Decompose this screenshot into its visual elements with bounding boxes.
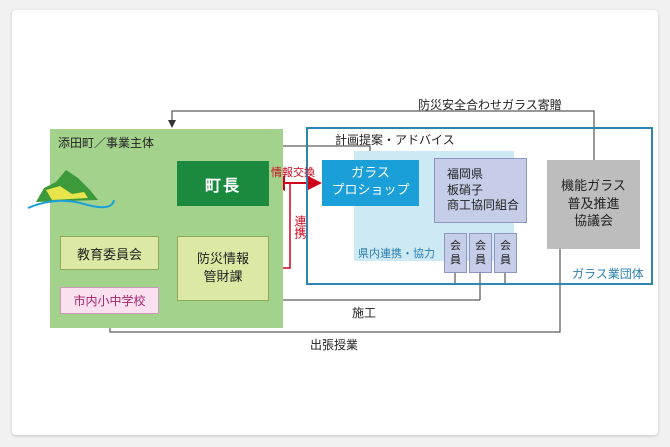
- disaster-line1: 防災情報: [196, 251, 249, 267]
- fukuoka-line2: 板硝子: [447, 182, 484, 197]
- disaster-info-section-box: 防災情報 管財課: [177, 236, 269, 301]
- prefecture-cooperation-label: 県内連携・協力: [358, 247, 435, 260]
- proposal-label: 計画提案・アドバイス: [335, 133, 455, 147]
- donation-label: 防災安全合わせガラス寄贈: [418, 98, 562, 112]
- member-label: 会員: [500, 238, 511, 266]
- fukuoka-line1: 福岡県: [447, 167, 484, 182]
- construction-label: 施工: [352, 306, 377, 320]
- functional-glass-council-box: 機能ガラス 普及推進 協議会: [547, 160, 640, 249]
- glass-industry-region: [306, 127, 653, 285]
- town-region-label: 添田町／事業主体: [58, 136, 155, 150]
- kino-line3: 協議会: [573, 214, 613, 230]
- education-board-box: 教育委員会: [60, 236, 159, 270]
- kino-line2: 普及推進: [567, 196, 620, 212]
- member-label: 会員: [450, 238, 461, 266]
- member-box: 会員: [444, 233, 467, 273]
- lecture-label: 出張授業: [310, 338, 359, 352]
- disaster-line2: 管財課: [203, 269, 243, 285]
- schools-box: 市内小中学校: [60, 287, 159, 314]
- exchange-label: 情報交換: [271, 166, 315, 179]
- fukuoka-glass-cooperative-box: 福岡県 板硝子 商工協同組合: [434, 158, 527, 223]
- cooperation-label: 連携: [293, 215, 307, 239]
- fukuoka-line3: 商工協同組合: [447, 198, 520, 213]
- donation-arrow: [168, 110, 595, 160]
- mayor-box: 町長: [177, 161, 269, 206]
- glass-proshop-box: ガラス プロショップ: [322, 160, 419, 206]
- member-box: 会員: [494, 233, 517, 273]
- glass-line2: プロショップ: [331, 183, 410, 198]
- glass-line1: ガラス: [351, 166, 390, 182]
- industry-region-label: ガラス業団体: [572, 267, 644, 281]
- member-box: 会員: [469, 233, 492, 273]
- town-hills-logo: [27, 170, 115, 209]
- member-label: 会員: [475, 238, 486, 266]
- kino-line1: 機能ガラス: [561, 179, 626, 195]
